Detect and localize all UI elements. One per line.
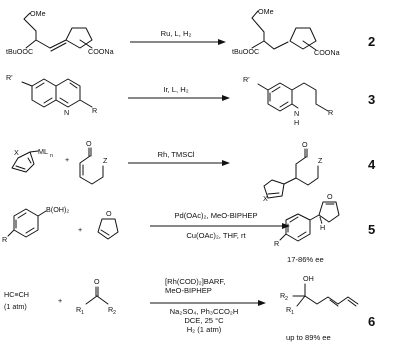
reaction-4-product: O Z X: [263, 140, 323, 203]
r1-subscript: 1: [81, 310, 84, 316]
z-label: Z: [318, 156, 323, 165]
ester-label: tBuOOC: [232, 47, 259, 56]
metal-label: ML: [38, 147, 48, 156]
ring-oxygen-label: O: [327, 192, 333, 201]
nitrogen-label: N: [64, 108, 69, 117]
reaction-4-substrate: X ML n + O Z: [11, 139, 108, 185]
reaction-5-substrate: B(OH)₂ R + O: [2, 205, 119, 244]
pressure-label: (1 atm): [4, 302, 27, 311]
plus-sign: +: [65, 155, 69, 164]
reaction-6: HC≡CH (1 atm) + O R 1 R 2 [Rh(COD)₂]BARF…: [4, 274, 375, 342]
plus-sign: +: [58, 296, 62, 305]
reaction-4-arrow: Rh, TMSCl: [128, 150, 230, 166]
r1-label: R: [76, 305, 81, 314]
reaction-6-additives: Na₂SO₄, Ph₃CCO₂H: [170, 307, 239, 316]
heteroatom-x-label: X: [14, 148, 19, 157]
r2-label: R: [108, 305, 113, 314]
reaction-5-conditions-below: Cu(OAc)₂, THF, rt: [186, 231, 246, 240]
hydrogen-label: H: [294, 118, 299, 127]
reaction-2-conditions: Ru, L, H₂: [161, 29, 192, 38]
r2-subscript: 2: [285, 296, 288, 302]
reaction-5: B(OH)₂ R + O Pd(OAc)₂, MeO-BIPHEP Cu(OAc…: [2, 192, 375, 264]
reaction-6-number: 6: [368, 314, 375, 329]
boronic-acid-label: B(OH)₂: [46, 205, 69, 214]
reaction-3-product: R' N H R: [243, 75, 333, 127]
reaction-6-catalyst-line-2: MeO-BIPHEP: [165, 286, 212, 295]
r-prime-label: R': [6, 73, 13, 82]
reaction-5-arrow: Pd(OAc)₂, MeO-BIPHEP Cu(OAc)₂, THF, rt: [150, 211, 290, 240]
methoxy-label: OMe: [30, 9, 46, 18]
reaction-6-hydrogen: H₂ (1 atm): [187, 325, 222, 334]
reaction-6-ee: up to 89% ee: [286, 333, 331, 342]
r-prime-label: R': [243, 75, 250, 84]
plus-sign: +: [78, 225, 82, 234]
reaction-2: OMe tBuOOC COONa Ru, L, H₂ OMe tBuOOC CO…: [6, 7, 375, 57]
reaction-5-number: 5: [368, 222, 375, 237]
reaction-4-conditions: Rh, TMSCl: [158, 150, 195, 159]
reaction-5-conditions: Pd(OAc)₂, MeO-BIPHEP: [174, 211, 257, 220]
reaction-2-substrate: OMe tBuOOC COONa: [6, 9, 114, 56]
reaction-3-conditions: Ir, L, H₂: [163, 85, 188, 94]
reaction-6-catalyst: [Rh(COD)₂]BARF, MeO-BIPHEP: [165, 277, 227, 295]
reaction-3-substrate: R' N R: [6, 73, 97, 117]
r-label: R: [2, 235, 7, 244]
reaction-3: R' N R Ir, L, H₂ R' N H R 3: [6, 73, 375, 127]
r2-subscript: 2: [113, 310, 116, 316]
r-label: R: [274, 239, 279, 248]
acetylene-label: HC≡CH: [4, 290, 29, 299]
r-label: R: [92, 106, 97, 115]
cyclopentane-ring: [65, 27, 93, 49]
reaction-3-arrow: Ir, L, H₂: [128, 85, 230, 101]
reaction-5-ee: 17-86% ee: [287, 255, 324, 264]
r-label: R: [328, 108, 333, 117]
dihydrofuran-ring: [97, 218, 119, 240]
carbonyl-oxygen-label: O: [86, 139, 92, 148]
r2-label: R: [280, 291, 285, 300]
carboxylate-label: COONa: [88, 47, 114, 56]
carbonyl-oxygen-label: O: [302, 140, 308, 149]
heteroatom-x-label: X: [263, 194, 268, 203]
hydroxyl-label: OH: [303, 274, 314, 283]
ester-label: tBuOOC: [6, 47, 33, 56]
reaction-4: X ML n + O Z Rh, TMSCl O Z X: [11, 139, 376, 203]
reaction-6-substrate: HC≡CH (1 atm) + O R 1 R 2: [4, 277, 116, 316]
r1-subscript: 1: [291, 310, 294, 316]
reaction-6-product: OH R 2 R 1: [280, 274, 359, 316]
reaction-2-product: OMe tBuOOC COONa: [232, 7, 340, 57]
reaction-4-number: 4: [368, 157, 376, 172]
reaction-2-number: 2: [368, 34, 375, 49]
reaction-6-solvent: DCE, 25 °C: [184, 316, 224, 325]
heteroaromatic-ring: [11, 151, 35, 173]
reaction-3-number: 3: [368, 92, 375, 107]
metal-subscript: n: [50, 153, 53, 159]
reaction-6-catalyst-line-1: [Rh(COD)₂]BARF,: [165, 277, 225, 286]
reaction-6-arrow: [Rh(COD)₂]BARF, MeO-BIPHEP Na₂SO₄, Ph₃CC…: [150, 277, 266, 334]
z-label: Z: [103, 156, 108, 165]
r1-label: R: [286, 305, 291, 314]
carboxylate-label: COONa: [314, 48, 340, 57]
carbonyl-oxygen-label: O: [94, 277, 100, 286]
nitrogen-label: N: [294, 109, 299, 118]
reaction-5-product: O H R: [274, 192, 340, 248]
reaction-2-arrow: Ru, L, H₂: [130, 29, 226, 45]
methoxy-label: OMe: [258, 7, 274, 16]
hydrogen-label: H: [320, 223, 325, 232]
ring-oxygen-label: O: [106, 209, 112, 218]
